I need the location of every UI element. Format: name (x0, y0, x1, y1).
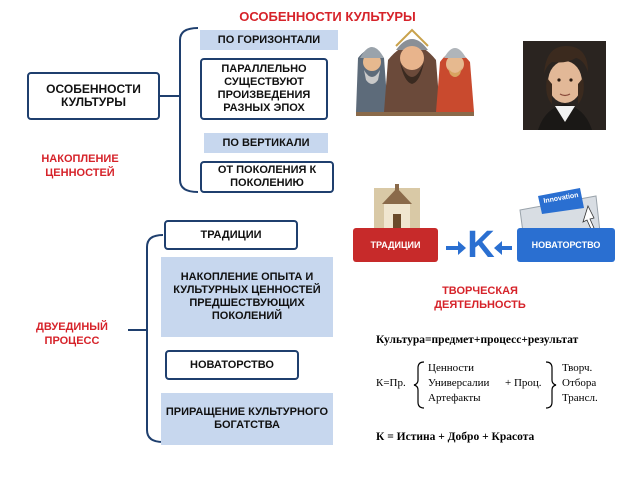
formula-left-item-1: Универсалии (428, 377, 490, 389)
formula-brace-right (545, 361, 557, 409)
formula-brace-left (413, 361, 425, 409)
vertical-box: ПО ВЕРТИКАЛИ (204, 133, 328, 153)
scheme-innovation-label: НОВАТОРСТВО (531, 240, 601, 250)
accumulation-label: НАКОПЛЕНИЕ ЦЕННОСТЕЙ (41, 153, 119, 179)
formula-right-item-0: Творч. (562, 362, 593, 374)
formula-k-prefix: К=Пр. (376, 377, 406, 389)
horizontal-box: ПО ГОРИЗОНТАЛИ (200, 30, 338, 50)
formula-panel: Культура=предмет+процесс+результат К=Пр.… (370, 326, 620, 456)
traditions-box: ТРАДИЦИИ (164, 220, 298, 250)
formula-left-item-2: Артефакты (428, 392, 481, 404)
formula-line-1: Культура=предмет+процесс+результат (376, 334, 579, 346)
page-title: ОСОБЕННОСТИ КУЛЬТУРЫ (239, 9, 416, 24)
scheme-k-letter: K (467, 224, 495, 266)
innovation-box: НОВАТОРСТВО (165, 350, 299, 380)
parallel-box: ПАРАЛЛЕЛЬНО СУЩЕСТВУЮТ ПРОИЗВЕДЕНИЯ РАЗН… (200, 58, 328, 120)
formula-line-3: К = Истина + Добро + Красота (376, 431, 535, 443)
formula-middle: + Проц. (505, 377, 542, 389)
growth-box: ПРИРАЩЕНИЕ КУЛЬТУРНОГО БОГАТСТВА (161, 393, 333, 445)
scheme-traditions-label: ТРАДИЦИИ (370, 240, 421, 250)
generation-box: ОТ ПОКОЛЕНИЯ К ПОКОЛЕНИЮ (200, 161, 334, 193)
dual-process-label: ДВУЕДИНЫЙ ПРОЦЕСС (36, 321, 108, 347)
formula-right-item-1: Отбора (562, 377, 597, 389)
formula-right-item-2: Трансл. (562, 392, 598, 404)
creative-activity-label: ТВОРЧЕСКАЯ ДЕЯТЕЛЬНОСТЬ (434, 285, 526, 311)
features-box: ОСОБЕННОСТИ КУЛЬТУРЫ (27, 72, 160, 120)
experience-box: НАКОПЛЕНИЕ ОПЫТА И КУЛЬТУРНЫХ ЦЕННОСТЕЙ … (161, 257, 333, 337)
formula-left-item-0: Ценности (428, 362, 474, 374)
